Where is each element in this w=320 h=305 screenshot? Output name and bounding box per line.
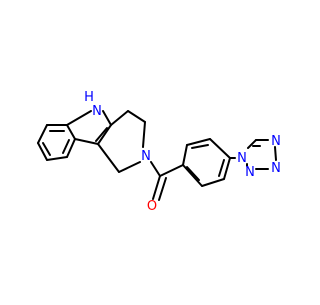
structure-diagram: H N N O N N N N: [37, 90, 281, 214]
bond: [37, 124, 48, 144]
bond: [191, 144, 209, 149]
bond: [182, 164, 203, 187]
bond: [218, 159, 225, 177]
bond: [102, 110, 112, 126]
bond: [97, 143, 120, 173]
molecule-canvas: H N N O N N N N: [37, 90, 281, 214]
bond: [201, 178, 225, 187]
indole-nh-label: H: [84, 90, 94, 105]
tetrazole-n3-label: N: [271, 161, 281, 176]
tetrazole-n2-label: N: [245, 165, 255, 180]
bond: [42, 142, 51, 156]
bond: [118, 161, 141, 173]
bond: [66, 138, 76, 158]
bond: [209, 138, 231, 159]
bond: [74, 138, 99, 145]
tetrazole-n4-label: N: [271, 134, 281, 149]
bond: [186, 166, 200, 181]
bond: [142, 121, 146, 148]
indole-n-label: N: [92, 104, 102, 119]
bond: [159, 164, 184, 177]
bond: [110, 110, 129, 126]
bond: [127, 110, 146, 123]
bond: [66, 124, 76, 140]
bond: [150, 161, 161, 177]
bond: [66, 110, 92, 126]
bond: [37, 142, 48, 161]
carbonyl-o-label: O: [147, 199, 157, 214]
bond: [46, 156, 68, 161]
bond: [182, 144, 188, 166]
bond: [274, 146, 277, 161]
bond: [223, 157, 231, 180]
bond: [186, 138, 211, 146]
bond: [95, 127, 108, 142]
amide-n-label: N: [141, 149, 151, 164]
bond: [158, 177, 167, 201]
bond: [97, 124, 112, 145]
bond: [247, 139, 257, 149]
tetrazole-n1-label: N: [237, 151, 247, 166]
bond: [62, 139, 70, 154]
bond: [152, 175, 161, 200]
